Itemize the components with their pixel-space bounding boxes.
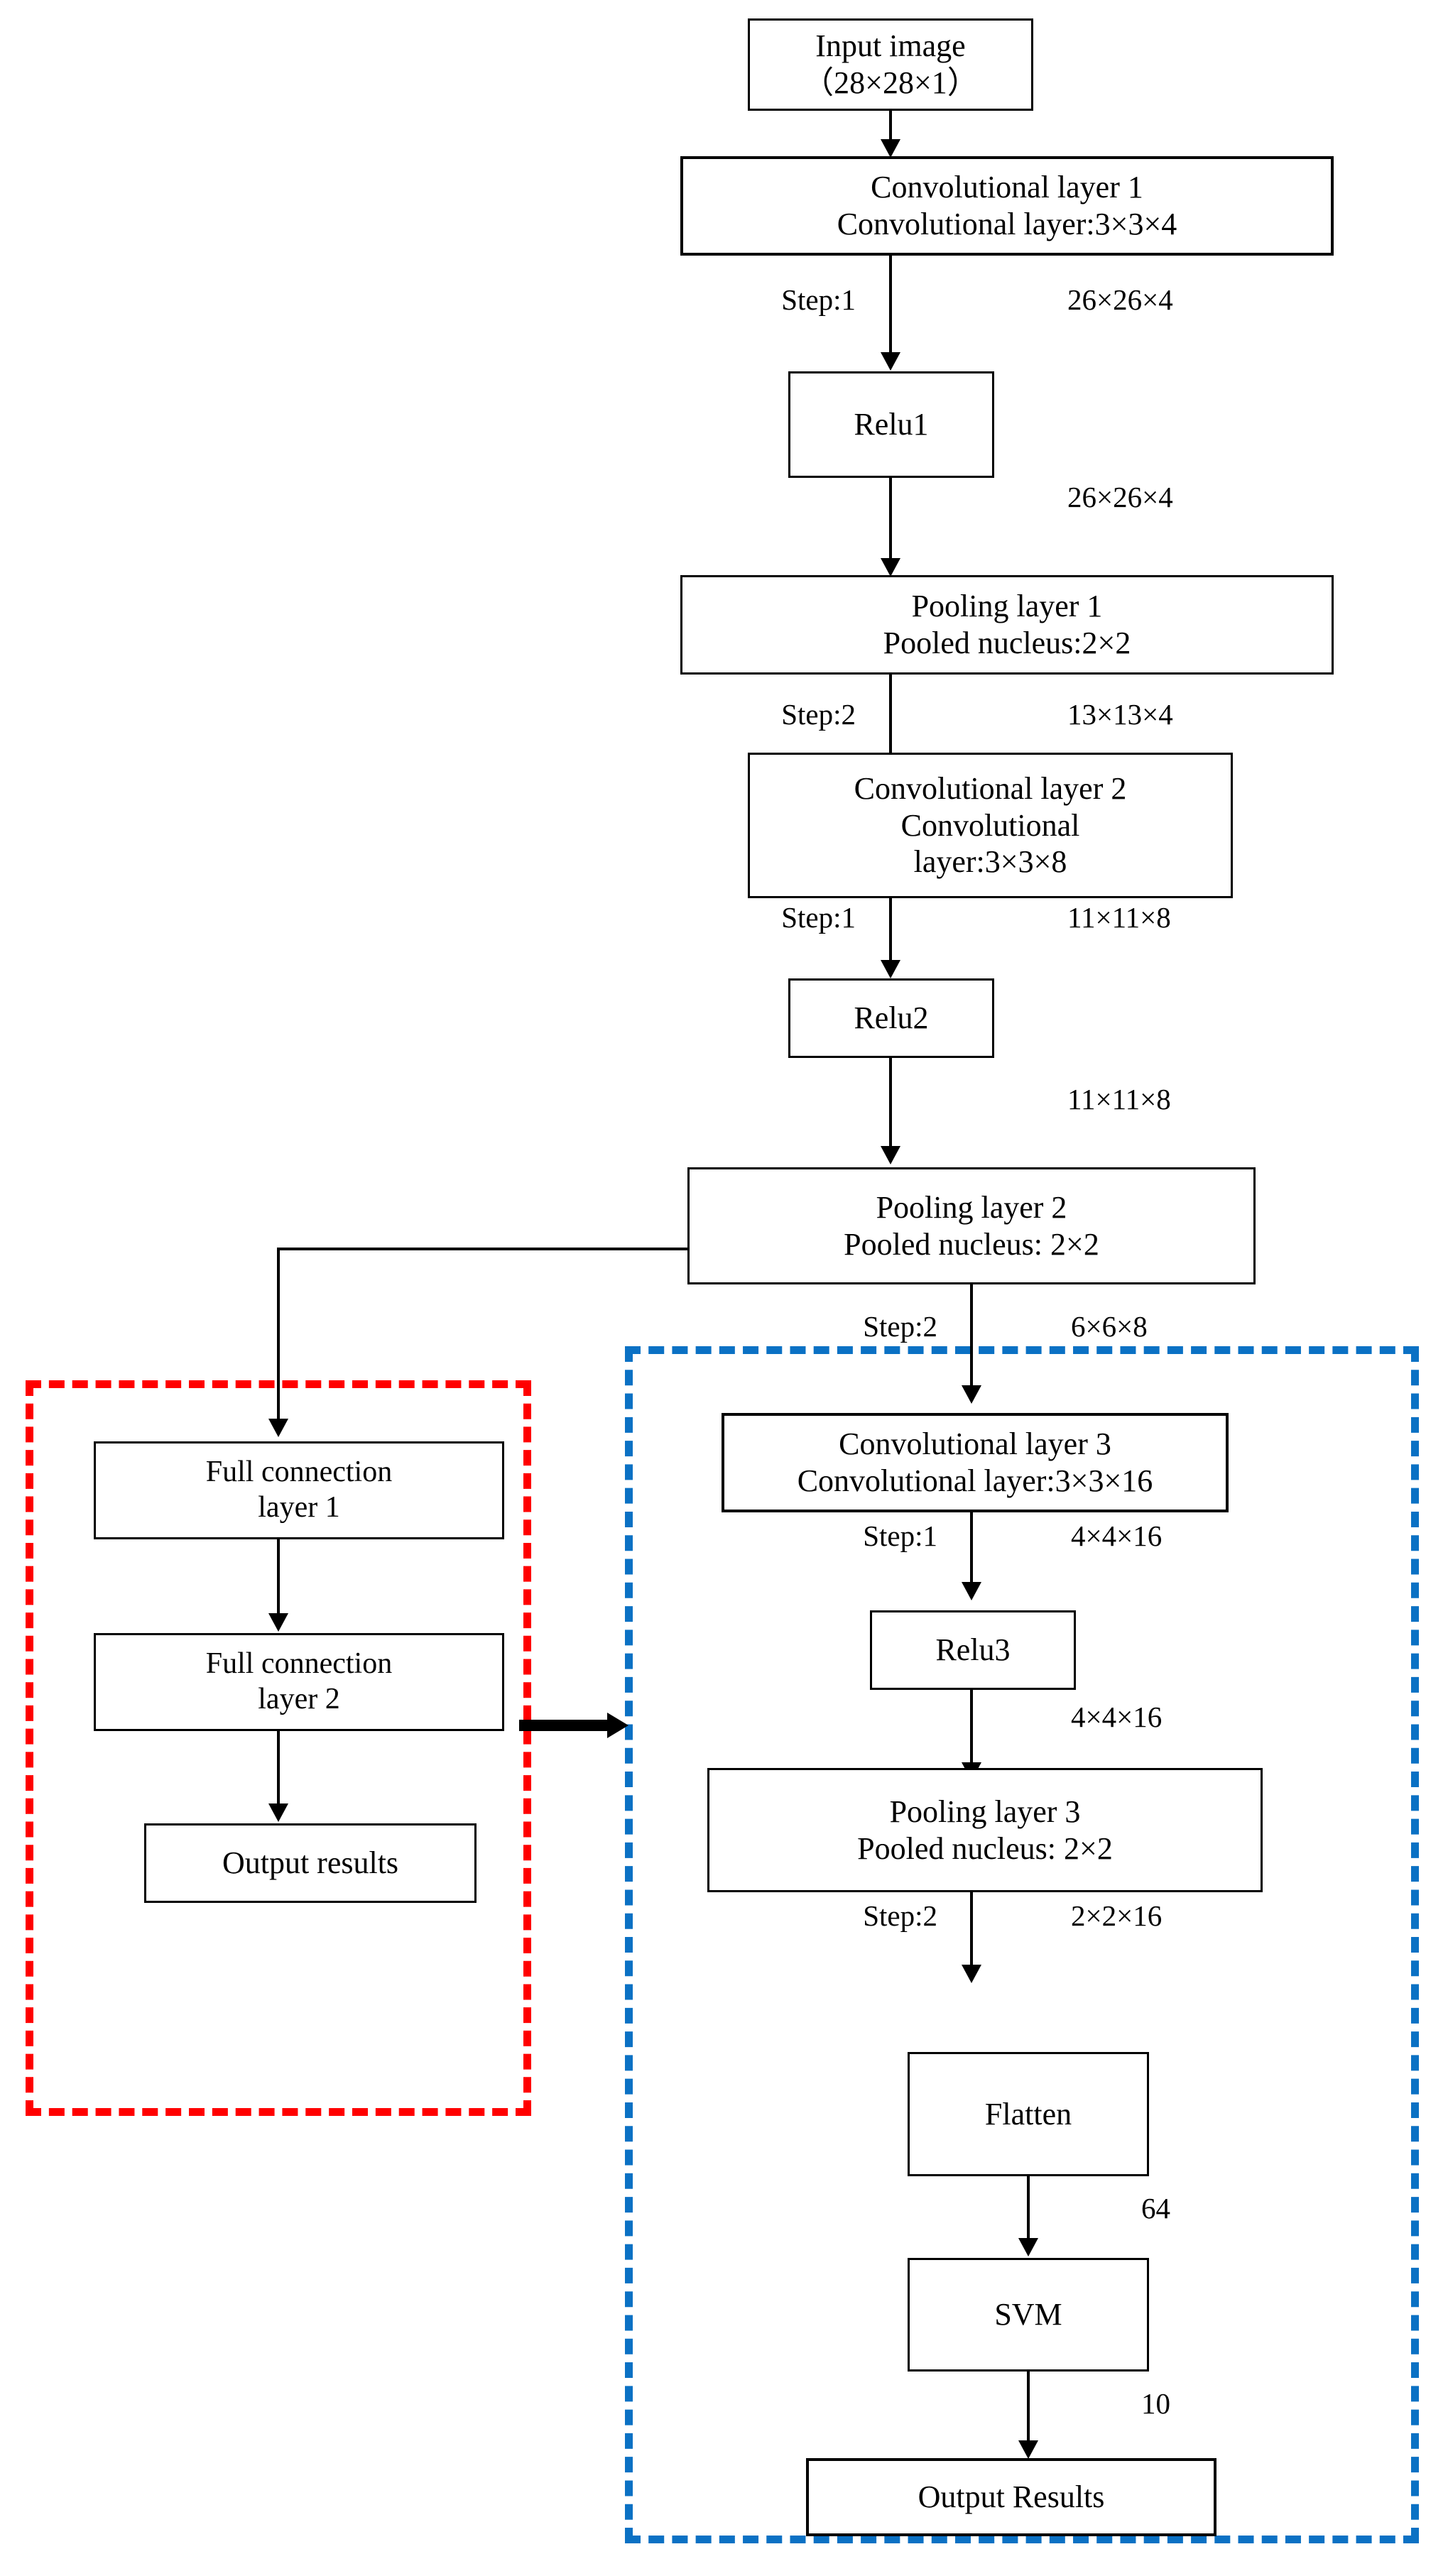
arrowhead-conv1-to-relu1 [881, 352, 900, 371]
arrowhead-relu1-to-pool1 [881, 558, 900, 577]
arrowhead-relu2-to-pool2 [881, 1146, 900, 1164]
arrowhead-input-to-conv1 [881, 139, 900, 158]
label-shape-flatten-svm: 64 [1141, 2192, 1170, 2225]
arrowhead-fc2-to-output [268, 1803, 288, 1822]
node-pooling-layer-1-line1: Pooling layer 1 [911, 589, 1103, 624]
node-conv-layer-3-line1: Convolutional layer 3 [839, 1426, 1111, 1462]
label-shape-relu3-pool3: 4×4×16 [1071, 1701, 1163, 1733]
arrowhead-pool3-to-flatten [962, 1965, 981, 1983]
node-pooling-layer-3[interactable]: Pooling layer 3 Pooled nucleus: 2×2 [707, 1768, 1263, 1892]
node-fc2-line1: Full connection [205, 1647, 393, 1681]
label-shape-svm-output: 10 [1141, 2387, 1170, 2420]
node-pooling-layer-3-line2: Pooled nucleus: 2×2 [857, 1830, 1113, 1866]
label-shape-relu1-pool1: 26×26×4 [1067, 481, 1173, 513]
node-conv-layer-3-line2: Convolutional layer:3×3×16 [797, 1463, 1153, 1498]
svm-branch-region [625, 1346, 1419, 2543]
edge-pool1-to-conv2 [889, 675, 892, 781]
label-shape-conv1-relu1: 26×26×4 [1067, 283, 1173, 316]
node-conv-layer-2-line1: Convolutional layer 2 [854, 770, 1127, 806]
node-relu3[interactable]: Relu3 [870, 1610, 1076, 1690]
node-pooling-layer-2[interactable]: Pooling layer 2 Pooled nucleus: 2×2 [687, 1167, 1256, 1284]
node-pooling-layer-2-line2: Pooled nucleus: 2×2 [844, 1226, 1099, 1262]
node-relu1[interactable]: Relu1 [788, 371, 994, 478]
node-svm[interactable]: SVM [908, 2258, 1149, 2372]
node-fc-output-label: Output results [222, 1845, 399, 1881]
node-relu2[interactable]: Relu2 [788, 978, 994, 1058]
edge-conv2-to-relu2 [889, 898, 892, 966]
node-fc-output-results[interactable]: Output results [144, 1823, 477, 1903]
node-flatten-label: Flatten [984, 2096, 1072, 2132]
node-pooling-layer-2-line1: Pooling layer 2 [876, 1189, 1067, 1225]
node-svm-output-label: Output Results [918, 2479, 1105, 2515]
label-shape-conv3-relu3: 4×4×16 [1071, 1519, 1163, 1552]
edge-relu3-to-pool3 [970, 1690, 973, 1768]
node-conv-layer-2-line3: layer:3×3×8 [913, 844, 1067, 880]
arrowhead-conv3-to-relu3 [962, 1582, 981, 1600]
edge-conv3-to-relu3 [970, 1512, 973, 1587]
node-fc1-line2: layer 1 [258, 1491, 340, 1524]
node-fc1-line1: Full connection [205, 1456, 393, 1489]
label-step-pool2-conv3: Step:2 [863, 1310, 937, 1343]
node-pooling-layer-1[interactable]: Pooling layer 1 Pooled nucleus:2×2 [680, 575, 1334, 675]
edge-pool2-to-conv3 [970, 1284, 973, 1391]
label-shape-relu2-pool2: 11×11×8 [1067, 1083, 1171, 1115]
arrowhead-branch-to-fc1 [268, 1419, 288, 1437]
node-input-image[interactable]: Input image （28×28×1） [748, 18, 1033, 111]
node-svm-output-results[interactable]: Output Results [806, 2458, 1216, 2536]
node-conv-layer-1-line2: Convolutional layer:3×3×4 [837, 207, 1177, 241]
edge-svm-to-output [1027, 2372, 1030, 2446]
edge-flatten-to-svm [1027, 2176, 1030, 2244]
node-fc2-line2: layer 2 [258, 1683, 340, 1715]
edge-relu2-to-pool2 [889, 1058, 892, 1150]
node-input-image-line2: （28×28×1） [802, 65, 979, 100]
node-full-connection-layer-1[interactable]: Full connection layer 1 [94, 1441, 504, 1539]
label-step-conv1-relu1: Step:1 [781, 283, 856, 316]
label-step-pool3-flatten: Step:2 [863, 1899, 937, 1932]
arrowhead-fc-region-to-svm-region [607, 1713, 628, 1738]
label-shape-pool2-conv3: 6×6×8 [1071, 1310, 1148, 1343]
edge-input-to-conv1 [889, 111, 892, 143]
label-step-conv2-relu2: Step:1 [781, 901, 856, 934]
edge-pool2-branch-horizontal [277, 1248, 689, 1250]
node-svm-label: SVM [994, 2297, 1062, 2332]
label-shape-pool1-conv2: 13×13×4 [1067, 698, 1173, 731]
edge-fc1-to-fc2 [277, 1539, 280, 1619]
node-relu2-label: Relu2 [854, 1000, 929, 1036]
edge-fc-region-to-svm-region [519, 1720, 611, 1731]
node-conv-layer-1-line1: Convolutional layer 1 [871, 170, 1143, 205]
node-flatten[interactable]: Flatten [908, 2052, 1149, 2176]
node-pooling-layer-3-line1: Pooling layer 3 [889, 1794, 1081, 1829]
label-shape-pool3-flatten: 2×2×16 [1071, 1899, 1163, 1932]
node-input-image-line1: Input image [815, 28, 966, 64]
arrowhead-flatten-to-svm [1018, 2238, 1038, 2256]
node-pooling-layer-1-line2: Pooled nucleus:2×2 [883, 626, 1131, 660]
arrowhead-svm-to-output [1018, 2440, 1038, 2459]
node-relu1-label: Relu1 [854, 407, 929, 442]
label-shape-conv2-relu2: 11×11×8 [1067, 901, 1171, 934]
node-conv-layer-1[interactable]: Convolutional layer 1 Convolutional laye… [680, 156, 1334, 256]
label-step-conv3-relu3: Step:1 [863, 1519, 937, 1552]
node-full-connection-layer-2[interactable]: Full connection layer 2 [94, 1633, 504, 1731]
edge-relu1-to-pool1 [889, 478, 892, 563]
label-step-pool1-conv2: Step:2 [781, 698, 856, 731]
arrowhead-pool2-to-conv3 [962, 1385, 981, 1404]
arrowhead-fc1-to-fc2 [268, 1613, 288, 1632]
node-relu3-label: Relu3 [935, 1632, 1011, 1668]
node-conv-layer-3[interactable]: Convolutional layer 3 Convolutional laye… [722, 1413, 1229, 1512]
edge-conv1-to-relu1 [889, 256, 892, 358]
arrowhead-conv2-to-relu2 [881, 960, 900, 978]
node-conv-layer-2-line2: Convolutional [900, 807, 1080, 843]
edge-fc2-to-output [277, 1731, 280, 1809]
node-conv-layer-2[interactable]: Convolutional layer 2 Convolutional laye… [748, 753, 1233, 898]
edge-pool3-to-flatten [970, 1892, 973, 1970]
edge-pool2-branch-vertical [277, 1248, 280, 1424]
